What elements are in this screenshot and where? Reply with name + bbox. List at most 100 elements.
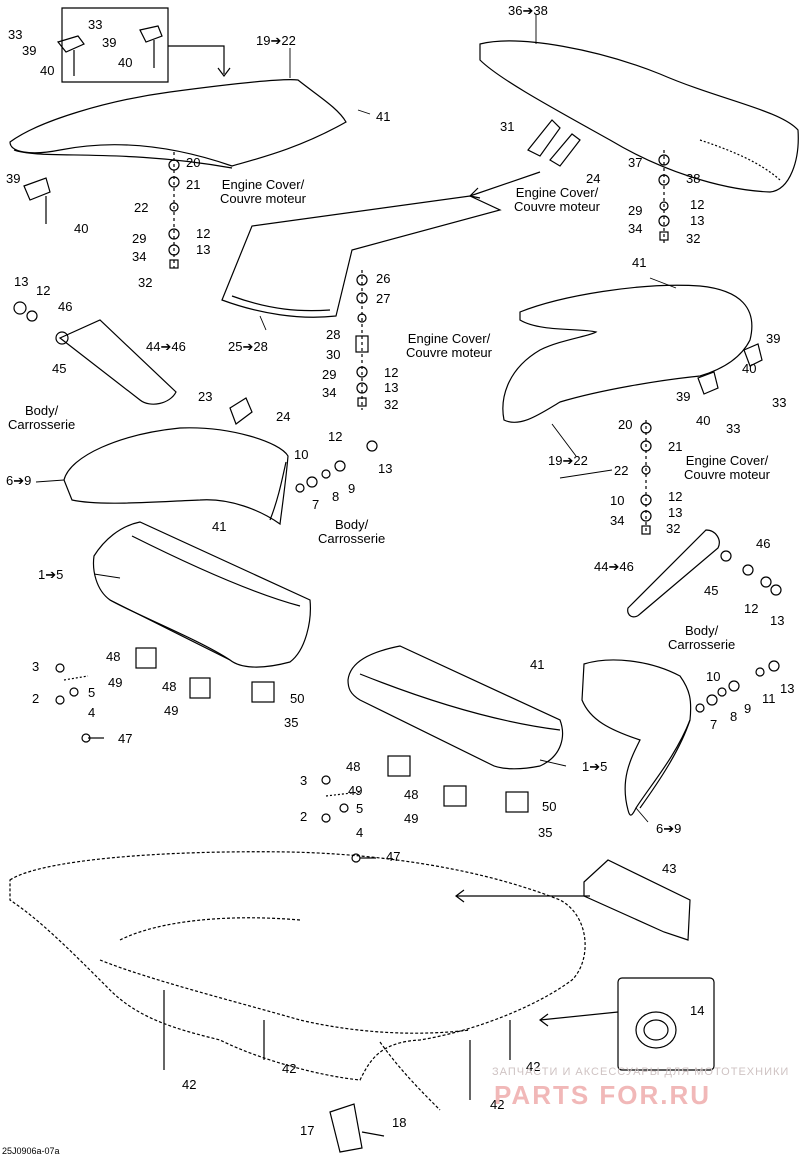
label-4: 4 <box>356 825 364 840</box>
document-id: 25J0906a-07a <box>2 1146 60 1156</box>
label-34: 34 <box>132 249 147 264</box>
label-41: 41 <box>632 255 647 270</box>
label-49: 49 <box>108 675 123 690</box>
label-39: 39 <box>22 43 37 58</box>
label-6-9: 6➔9 <box>656 821 682 836</box>
label-12: 12 <box>690 197 705 212</box>
label-33: 33 <box>772 395 787 410</box>
label-39: 39 <box>6 171 21 186</box>
engine-cover-plate-25-28 <box>221 195 502 318</box>
label-10: 10 <box>294 447 309 462</box>
engine-cover-label: Engine Cover/ Couvre moteur <box>220 177 306 206</box>
seat-1-5-left <box>92 521 311 668</box>
label-9: 9 <box>348 481 356 496</box>
label-41: 41 <box>212 519 227 534</box>
label-40: 40 <box>742 361 757 376</box>
label-42: 42 <box>490 1097 505 1112</box>
label-34: 34 <box>322 385 337 400</box>
side-panel-6-9-right <box>581 659 692 816</box>
label-20: 20 <box>186 155 201 170</box>
label-33: 33 <box>88 17 103 32</box>
label-12: 12 <box>744 601 759 616</box>
label-10: 10 <box>706 669 721 684</box>
label-30: 30 <box>326 347 341 362</box>
label-29: 29 <box>322 367 337 382</box>
label-21: 21 <box>668 439 683 454</box>
side-panel-6-9-left <box>63 427 289 526</box>
label-33: 33 <box>726 421 741 436</box>
label-50: 50 <box>290 691 305 706</box>
label-49: 49 <box>164 703 179 718</box>
label-38: 38 <box>686 171 701 186</box>
label-40: 40 <box>40 63 55 78</box>
label-12: 12 <box>36 283 51 298</box>
label-13: 13 <box>14 274 29 289</box>
label-7: 7 <box>312 497 320 512</box>
label-21: 21 <box>186 177 201 192</box>
label-22: 22 <box>134 200 149 215</box>
label-31: 31 <box>500 119 515 134</box>
label-12: 12 <box>328 429 343 444</box>
bracket-44-46-left <box>58 319 177 405</box>
label-12: 12 <box>384 365 399 380</box>
label-39: 39 <box>102 35 117 50</box>
seat-cushion-19-22-right <box>502 284 753 423</box>
label-44-46: 44➔46 <box>146 339 186 354</box>
body-hull <box>9 851 586 1081</box>
label-8: 8 <box>332 489 340 504</box>
label-42: 42 <box>526 1059 541 1074</box>
label-48: 48 <box>162 679 177 694</box>
label-48: 48 <box>346 759 361 774</box>
label-29: 29 <box>628 203 643 218</box>
label-4: 4 <box>88 705 96 720</box>
label-11: 11 <box>762 691 776 706</box>
bracket-39-b <box>139 25 163 43</box>
bracket-23 <box>229 397 253 425</box>
label-12: 12 <box>196 226 211 241</box>
bracket-39-e <box>697 371 719 395</box>
label-24: 24 <box>586 171 601 186</box>
label-34: 34 <box>628 221 643 236</box>
label-40: 40 <box>696 413 711 428</box>
label-13: 13 <box>378 461 393 476</box>
label-33: 33 <box>8 27 23 42</box>
label-42: 42 <box>282 1061 297 1076</box>
label-13: 13 <box>384 380 399 395</box>
label-47: 47 <box>386 849 401 864</box>
label-32: 32 <box>686 231 701 246</box>
body-label: Body/ Carrosserie <box>8 403 76 432</box>
label-8: 8 <box>730 709 738 724</box>
watermark-tagline: ЗАПЧАСТИ И АКСЕССУАРЫ ДЛЯ МОТОТЕХНИКИ <box>492 1066 790 1078</box>
bracket-31 <box>527 119 561 157</box>
seat-cushion-19-22 <box>9 79 347 167</box>
label-24: 24 <box>276 409 291 424</box>
engine-cover-label: Engine Cover/ Couvre moteur <box>406 331 492 360</box>
label-12: 12 <box>668 489 683 504</box>
label-17: 17 <box>300 1123 315 1138</box>
bracket-39-c <box>23 177 51 201</box>
label-7: 7 <box>710 717 718 732</box>
label-49: 49 <box>348 783 363 798</box>
label-29: 29 <box>132 231 147 246</box>
label-32: 32 <box>666 521 681 536</box>
label-20: 20 <box>618 417 633 432</box>
label-13: 13 <box>780 681 795 696</box>
label-48: 48 <box>106 649 121 664</box>
inset-box <box>61 7 169 83</box>
label-5: 5 <box>356 801 364 816</box>
bracket-44-46-right <box>627 529 720 618</box>
seat-1-5-right <box>347 645 564 770</box>
label-18: 18 <box>392 1115 407 1130</box>
label-40: 40 <box>118 55 133 70</box>
label-47: 47 <box>118 731 133 746</box>
label-1-5: 1➔5 <box>582 759 608 774</box>
label-2: 2 <box>32 691 40 706</box>
label-35: 35 <box>538 825 553 840</box>
label-41: 41 <box>530 657 545 672</box>
label-32: 32 <box>138 275 153 290</box>
label-42: 42 <box>182 1077 197 1092</box>
label-46: 46 <box>58 299 73 314</box>
label-19-22: 19➔22 <box>548 453 588 468</box>
label-13: 13 <box>668 505 683 520</box>
label-49: 49 <box>404 811 419 826</box>
